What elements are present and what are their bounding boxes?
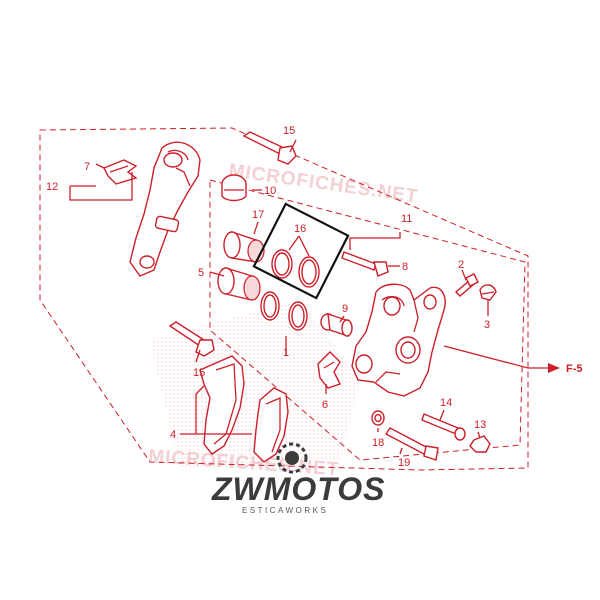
piston-seals-16 bbox=[271, 249, 320, 288]
label-19: 19 bbox=[398, 457, 410, 469]
caliper-body bbox=[351, 283, 446, 397]
piston-5 bbox=[217, 267, 261, 301]
label-f5-reference: F-5 bbox=[566, 363, 583, 375]
label-12: 12 bbox=[46, 181, 58, 193]
boot-9 bbox=[320, 312, 353, 338]
pin-bolt-8 bbox=[341, 251, 389, 277]
label-14: 14 bbox=[440, 397, 452, 409]
leader-lines bbox=[69, 139, 548, 455]
washer-18 bbox=[371, 410, 385, 426]
boot-10 bbox=[221, 174, 247, 202]
logo-gear-icon bbox=[276, 442, 308, 474]
seal-highlight-box bbox=[252, 202, 350, 300]
label-13: 13 bbox=[474, 419, 486, 431]
label-15-bottom: 15 bbox=[193, 367, 205, 379]
label-11: 11 bbox=[401, 213, 412, 225]
nut-13 bbox=[469, 435, 491, 453]
pad-spring bbox=[103, 159, 138, 185]
label-10: 10 bbox=[264, 185, 276, 197]
label-3: 3 bbox=[484, 319, 490, 331]
bolt-top bbox=[242, 131, 297, 165]
bolt-bottom bbox=[168, 321, 215, 357]
pin-bolt-19 bbox=[384, 427, 439, 461]
logo-tagline: ESTICAWORKS bbox=[242, 506, 328, 515]
clip-6 bbox=[317, 351, 341, 389]
bleeder-cap-3 bbox=[479, 284, 497, 301]
piston-seals-1 bbox=[260, 291, 308, 331]
label-9: 9 bbox=[342, 303, 348, 315]
label-4: 4 bbox=[170, 429, 176, 441]
brake-pad-front bbox=[199, 355, 245, 455]
brake-pad-rear bbox=[253, 387, 289, 463]
label-18: 18 bbox=[372, 437, 384, 449]
label-15-top: 15 bbox=[283, 125, 295, 137]
label-16: 16 bbox=[294, 223, 306, 235]
reference-arrow-icon bbox=[548, 363, 560, 373]
bleeder-2 bbox=[454, 273, 479, 297]
caliper-bracket bbox=[129, 141, 201, 277]
pad-pin-14 bbox=[421, 413, 466, 441]
label-8: 8 bbox=[402, 261, 408, 273]
label-5: 5 bbox=[198, 267, 204, 279]
label-2: 2 bbox=[458, 259, 464, 271]
label-1: 1 bbox=[283, 347, 289, 359]
label-7: 7 bbox=[84, 161, 90, 173]
label-6: 6 bbox=[322, 399, 328, 411]
logo-name: ZWMOTOS bbox=[211, 471, 386, 507]
zwmotos-logo: ZWMOTOS ESTICAWORKS bbox=[211, 442, 386, 515]
label-17: 17 bbox=[252, 209, 264, 221]
